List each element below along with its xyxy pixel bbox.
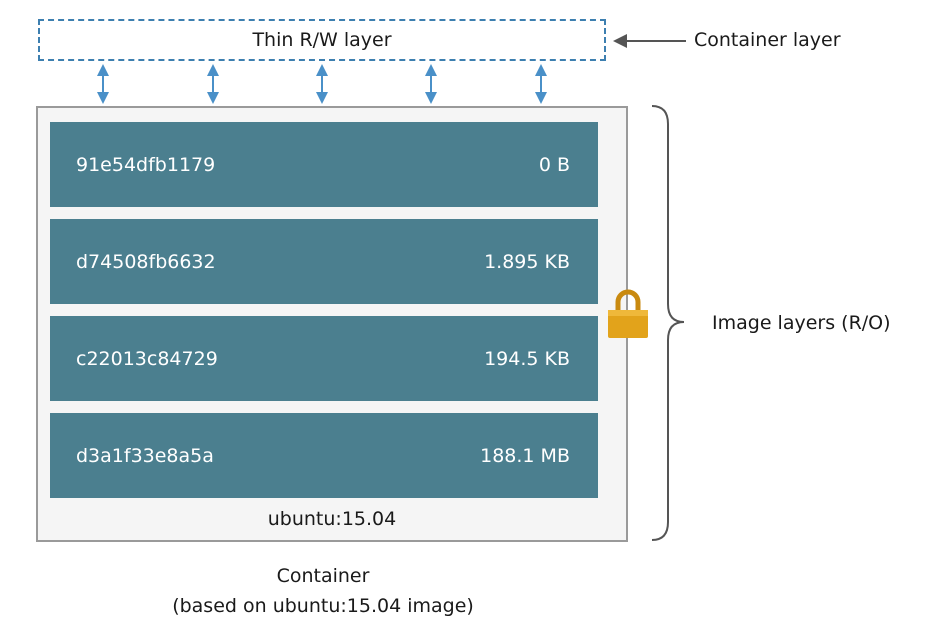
image-layer: 91e54dfb1179 0 B [50, 122, 598, 207]
base-image-label: ubuntu:15.04 [267, 508, 397, 530]
layer-size: 194.5 KB [484, 347, 570, 370]
container-layer-label: Container layer [694, 29, 841, 51]
lock-icon [608, 289, 648, 338]
caption-title: Container [276, 565, 370, 587]
layer-id: d74508fb6632 [76, 250, 216, 273]
layer-size: 188.1 MB [480, 444, 570, 467]
caption-subtitle: (based on ubuntu:15.04 image) [172, 595, 474, 617]
image-layers-label: Image layers (R/O) [712, 312, 891, 334]
thin-rw-layer-box: Thin R/W layer [38, 19, 606, 61]
image-layer: d3a1f33e8a5a 188.1 MB [50, 413, 598, 498]
thin-rw-layer-label: Thin R/W layer [252, 29, 392, 51]
layer-size: 1.895 KB [484, 250, 570, 273]
image-layer: c22013c84729 194.5 KB [50, 316, 598, 401]
layer-id: 91e54dfb1179 [76, 153, 216, 176]
image-box: 91e54dfb1179 0 B d74508fb6632 1.895 KB c… [36, 106, 628, 542]
layer-id: c22013c84729 [76, 347, 218, 370]
image-layers-brace [651, 105, 685, 541]
layer-id: d3a1f33e8a5a [76, 444, 214, 467]
layer-size: 0 B [538, 153, 570, 176]
image-layer: d74508fb6632 1.895 KB [50, 219, 598, 304]
